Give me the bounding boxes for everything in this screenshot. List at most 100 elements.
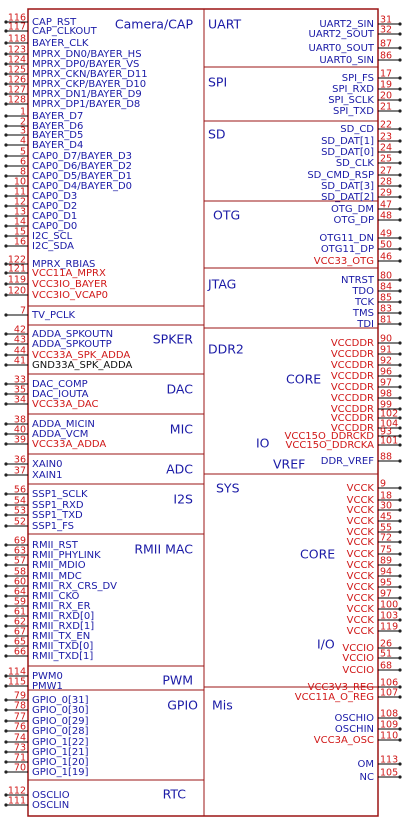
pin-end-dot — [398, 540, 402, 544]
pin-number: 91 — [380, 345, 392, 356]
pin-label: PWM0 — [32, 671, 63, 682]
pin-number: 65 — [14, 637, 26, 648]
pin-number: 114 — [8, 667, 26, 678]
pin-number: 13 — [14, 207, 26, 218]
pin-number: 39 — [14, 435, 26, 446]
pin-label: VCC11A_O_REG — [295, 692, 374, 703]
pin-label: SSP1_RXD — [32, 500, 84, 511]
pin-number: 96 — [380, 367, 392, 378]
pin-end-dot — [4, 133, 8, 137]
pin-number: 35 — [14, 385, 26, 396]
pin-number: 94 — [380, 567, 392, 578]
pin-number: 4 — [20, 136, 26, 147]
pin-label: SD_CLK — [336, 158, 375, 169]
pin-label: VCCDDR — [331, 404, 374, 415]
pin-label: CAP0_D2 — [32, 201, 77, 212]
pin-end-dot — [398, 161, 402, 165]
pin-end-dot — [398, 278, 402, 282]
block-title: OTG — [213, 208, 240, 223]
pin-end-dot — [398, 259, 402, 263]
pin-label: OSCLIN — [32, 800, 69, 811]
pin-number: 111 — [8, 796, 26, 807]
pin-end-dot — [398, 498, 402, 502]
pin-number: 51 — [380, 649, 392, 660]
pin-number: 5 — [20, 147, 26, 158]
pin-number: 72 — [380, 533, 392, 544]
pin-number: 47 — [380, 200, 392, 211]
pin-number: 31 — [380, 15, 392, 26]
pin-number: 62 — [14, 617, 26, 628]
pin-end-dot — [4, 214, 8, 218]
pin-label: UART2_SOUT — [309, 29, 375, 40]
pin-end-dot — [398, 341, 402, 345]
pin-number: 97 — [380, 378, 392, 389]
pin-end-dot — [398, 396, 402, 400]
pin-end-dot — [4, 353, 8, 357]
pin-label: SPI_RXD — [332, 84, 374, 95]
pin-number: 42 — [14, 325, 26, 336]
pin-end-dot — [4, 234, 8, 238]
pin-end-dot — [398, 236, 402, 240]
block-subtitle: CORE — [300, 547, 335, 562]
pin-number: 85 — [380, 293, 392, 304]
block-title: PWM — [162, 673, 193, 688]
pin-label: GPIO_0[28] — [32, 726, 89, 737]
pin-end-dot — [398, 443, 402, 447]
pin-label: OTG_DP — [334, 215, 374, 226]
pin-label: SD_DAT[3] — [321, 181, 374, 192]
pin-number: 97 — [380, 589, 392, 600]
pin-end-dot — [4, 674, 8, 678]
pin-end-dot — [398, 218, 402, 222]
block-title: SD — [208, 127, 226, 142]
block-title: JTAG — [207, 277, 236, 292]
pin-end-dot — [398, 374, 402, 378]
pin-number: 14 — [14, 217, 26, 228]
pin-end-dot — [4, 760, 8, 764]
pin-number: 64 — [14, 587, 26, 598]
pin-number: 20 — [380, 91, 392, 102]
pin-label: NTRST — [341, 275, 375, 286]
pin-number: 45 — [380, 512, 392, 523]
pin-number: 63 — [14, 546, 26, 557]
pin-label: CAP0_D6/BAYER_D2 — [32, 161, 132, 172]
pin-label: CAP0_D4/BAYER_D0 — [32, 181, 132, 192]
pin-label: PMW1 — [32, 681, 63, 692]
pin-label: VCCK — [347, 615, 375, 626]
pin-label: ADDA_VCM — [32, 429, 88, 440]
pin-number: 54 — [14, 496, 26, 507]
block-title: Mis — [212, 698, 233, 713]
pin-label: VCCK — [347, 626, 375, 637]
pin-label: SD_DAT[0] — [321, 147, 374, 158]
pin-end-dot — [4, 392, 8, 396]
pin-number: 30 — [380, 501, 392, 512]
pin-label: VCCK — [347, 560, 375, 571]
pin-end-dot — [4, 20, 8, 24]
pin-number: 6 — [20, 157, 26, 168]
pin-end-dot — [4, 750, 8, 754]
pin-label: BAYER_D7 — [32, 111, 83, 122]
pin-label: BAYER_D5 — [32, 130, 83, 141]
pin-label: BAYER_D4 — [32, 140, 83, 151]
pin-number: 98 — [380, 389, 392, 400]
pin-number: 107 — [380, 688, 398, 699]
pin-number: 89 — [380, 556, 392, 567]
pin-end-dot — [398, 127, 402, 131]
pin-end-dot — [4, 654, 8, 658]
block-title: SYS — [216, 481, 240, 496]
pin-label: CAP_RST — [32, 17, 77, 28]
pin-end-dot — [398, 656, 402, 660]
block-title: DAC — [167, 382, 194, 397]
pin-number: 1 — [20, 107, 26, 118]
block-title: RMII MAC — [134, 542, 193, 557]
pin-label: VCCDDR — [331, 349, 374, 360]
pin-label: OTG11_DN — [319, 233, 374, 244]
pin-label: VCCDDR — [331, 423, 374, 434]
pin-number: 84 — [380, 282, 392, 293]
pin-label: VCC3IO_VCAP0 — [32, 290, 108, 301]
pin-end-dot — [398, 552, 402, 556]
pin-number: 41 — [14, 356, 26, 367]
pin-number: 75 — [380, 545, 392, 556]
pin-number: 34 — [14, 395, 26, 406]
block-title: MIC — [170, 422, 193, 437]
